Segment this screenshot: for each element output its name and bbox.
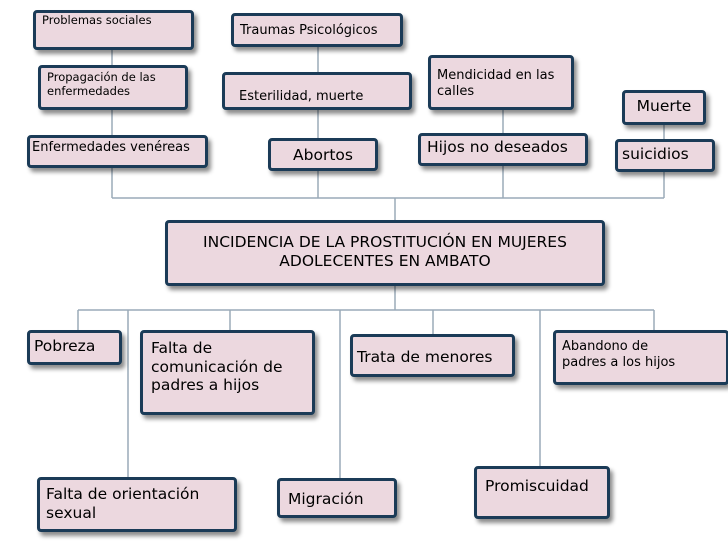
traumas-psicologicos-label: Traumas Psicológicos [240,23,378,38]
esterilidad-muerte-label: Esterilidad, muerte [239,89,364,104]
muerte-label: Muerte [636,97,692,115]
propagacion-enfermedades-label: Propagación de las enfermedades [47,70,156,98]
enfermedades-venereas-label: Enfermedades venéreas [32,140,190,155]
falta-comunicacion-label: Falta de comunicación de padres a hijos [151,339,283,395]
falta-comunicacion-box: Falta de comunicación de padres a hijos [140,330,315,415]
migracion-box: Migración [277,478,397,518]
mendicidad-box: Mendicidad en las calles [428,55,574,110]
pobreza-label: Pobreza [34,337,96,355]
problemas-sociales-label: Problemas sociales [42,13,152,27]
hijos-no-deseados-box: Hijos no deseados [418,133,588,166]
propagacion-enfermedades-box: Propagación de las enfermedades [38,65,188,110]
hijos-no-deseados-label: Hijos no deseados [427,138,568,156]
promiscuidad-box: Promiscuidad [474,466,610,519]
central-problem-label: INCIDENCIA DE LA PROSTITUCIÓN EN MUJERES… [203,233,567,270]
abortos-label: Abortos [293,146,353,164]
central-problem-box: INCIDENCIA DE LA PROSTITUCIÓN EN MUJERES… [165,220,605,286]
migracion-label: Migración [288,490,364,508]
suicidios-box: suicidios [615,139,715,172]
suicidios-label: suicidios [622,145,689,163]
mendicidad-label: Mendicidad en las calles [437,68,555,99]
abortos-box: Abortos [268,138,378,171]
promiscuidad-label: Promiscuidad [485,477,589,495]
falta-orientacion-box: Falta de orientación sexual [37,477,237,532]
falta-orientacion-label: Falta de orientación sexual [46,485,200,522]
traumas-psicologicos-box: Traumas Psicológicos [231,13,403,47]
trata-menores-box: Trata de menores [350,334,515,377]
esterilidad-muerte-box: Esterilidad, muerte [222,72,412,110]
enfermedades-venereas-box: Enfermedades venéreas [27,135,208,168]
problemas-sociales-box: Problemas sociales [33,10,194,50]
abandono-padres-label: Abandono de padres a los hijos [562,339,676,370]
trata-menores-label: Trata de menores [357,348,493,366]
muerte-box: Muerte [622,90,706,125]
pobreza-box: Pobreza [27,330,122,365]
abandono-padres-box: Abandono de padres a los hijos [553,330,728,385]
